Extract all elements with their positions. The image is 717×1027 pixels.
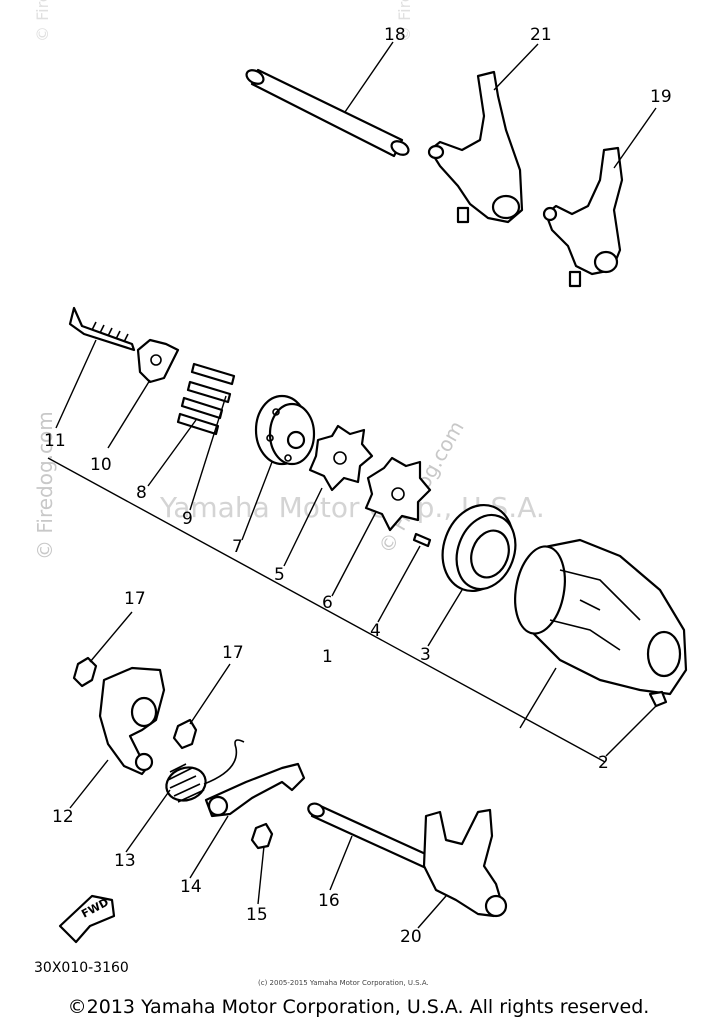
callout-3: 3 <box>420 645 431 665</box>
part-11-screw <box>68 306 136 352</box>
callout-6: 6 <box>322 593 333 613</box>
part-7-segment <box>254 394 316 466</box>
watermark-corner-right: © Fire <box>395 0 414 42</box>
part-6-star-plate <box>364 456 432 532</box>
part-2-plug <box>648 690 668 708</box>
leader-20 <box>417 895 447 929</box>
leader-8 <box>147 419 197 487</box>
callout-8: 8 <box>136 483 147 503</box>
part-4-pin <box>412 532 432 548</box>
callout-13: 13 <box>114 851 136 871</box>
callout-20: 20 <box>400 927 422 947</box>
leader-4 <box>377 545 421 623</box>
part-21-shift-fork <box>427 70 524 224</box>
part-5-star-plate <box>308 424 374 492</box>
part-9-pins <box>186 362 236 404</box>
leader-9 <box>189 395 227 511</box>
leader-17-left <box>89 611 133 663</box>
leader-21 <box>493 43 539 91</box>
leader-19 <box>613 107 657 169</box>
callout-16: 16 <box>318 891 340 911</box>
part-3-bearing <box>441 503 517 593</box>
part-12-shift-lever <box>98 666 166 776</box>
leader-1 <box>519 667 557 729</box>
part-16-shaft <box>307 802 432 870</box>
assembly-axis-line <box>47 457 606 763</box>
leader-3 <box>427 589 463 647</box>
part-18-shaft <box>245 68 410 158</box>
part-17-circlip-right <box>172 718 198 750</box>
leader-18 <box>344 41 394 113</box>
callout-18: 18 <box>384 25 406 45</box>
diagram-code: 30X010-3160 <box>34 960 129 976</box>
part-13-spring <box>165 739 245 803</box>
callout-11: 11 <box>44 431 66 451</box>
leader-5 <box>283 487 323 567</box>
leader-13 <box>125 789 171 853</box>
leader-17-right <box>189 663 231 725</box>
fwd-arrow-icon: FWD <box>58 894 116 944</box>
leader-16 <box>329 835 353 891</box>
callout-9: 9 <box>182 509 193 529</box>
part-15-circlip <box>250 822 274 850</box>
leader-15 <box>257 845 265 905</box>
callout-5: 5 <box>274 565 285 585</box>
footer-copyright: ©2013 Yamaha Motor Corporation, U.S.A. A… <box>67 996 650 1018</box>
callout-17-left: 17 <box>124 589 146 609</box>
part-8-pins <box>176 396 224 436</box>
part-20-shift-fork <box>422 808 508 918</box>
callout-15: 15 <box>246 905 268 925</box>
callout-17-right: 17 <box>222 643 244 663</box>
callout-19: 19 <box>650 87 672 107</box>
watermark-left: © Firedog.com <box>33 411 57 560</box>
callout-4: 4 <box>370 621 381 641</box>
callout-21: 21 <box>530 25 552 45</box>
callout-14: 14 <box>180 877 202 897</box>
part-1-shift-drum <box>514 538 688 696</box>
part-19-shift-fork <box>542 146 624 288</box>
leader-6 <box>331 511 377 597</box>
callout-1: 1 <box>322 647 333 667</box>
leader-2 <box>605 705 657 757</box>
leader-14 <box>189 815 229 879</box>
small-copyright: (c) 2005-2015 Yamaha Motor Corporation, … <box>258 979 429 987</box>
callout-12: 12 <box>52 807 74 827</box>
callout-7: 7 <box>232 537 243 557</box>
leader-7 <box>241 461 273 541</box>
part-14-stopper-lever <box>204 762 306 818</box>
callout-10: 10 <box>90 455 112 475</box>
leader-12 <box>69 759 109 809</box>
part-17-circlip-left <box>72 656 98 688</box>
callout-2: 2 <box>598 753 609 773</box>
leader-11 <box>55 339 97 429</box>
leader-10 <box>107 379 151 449</box>
watermark-corner-left: © Fire <box>33 0 52 42</box>
part-10-plate <box>136 338 180 384</box>
